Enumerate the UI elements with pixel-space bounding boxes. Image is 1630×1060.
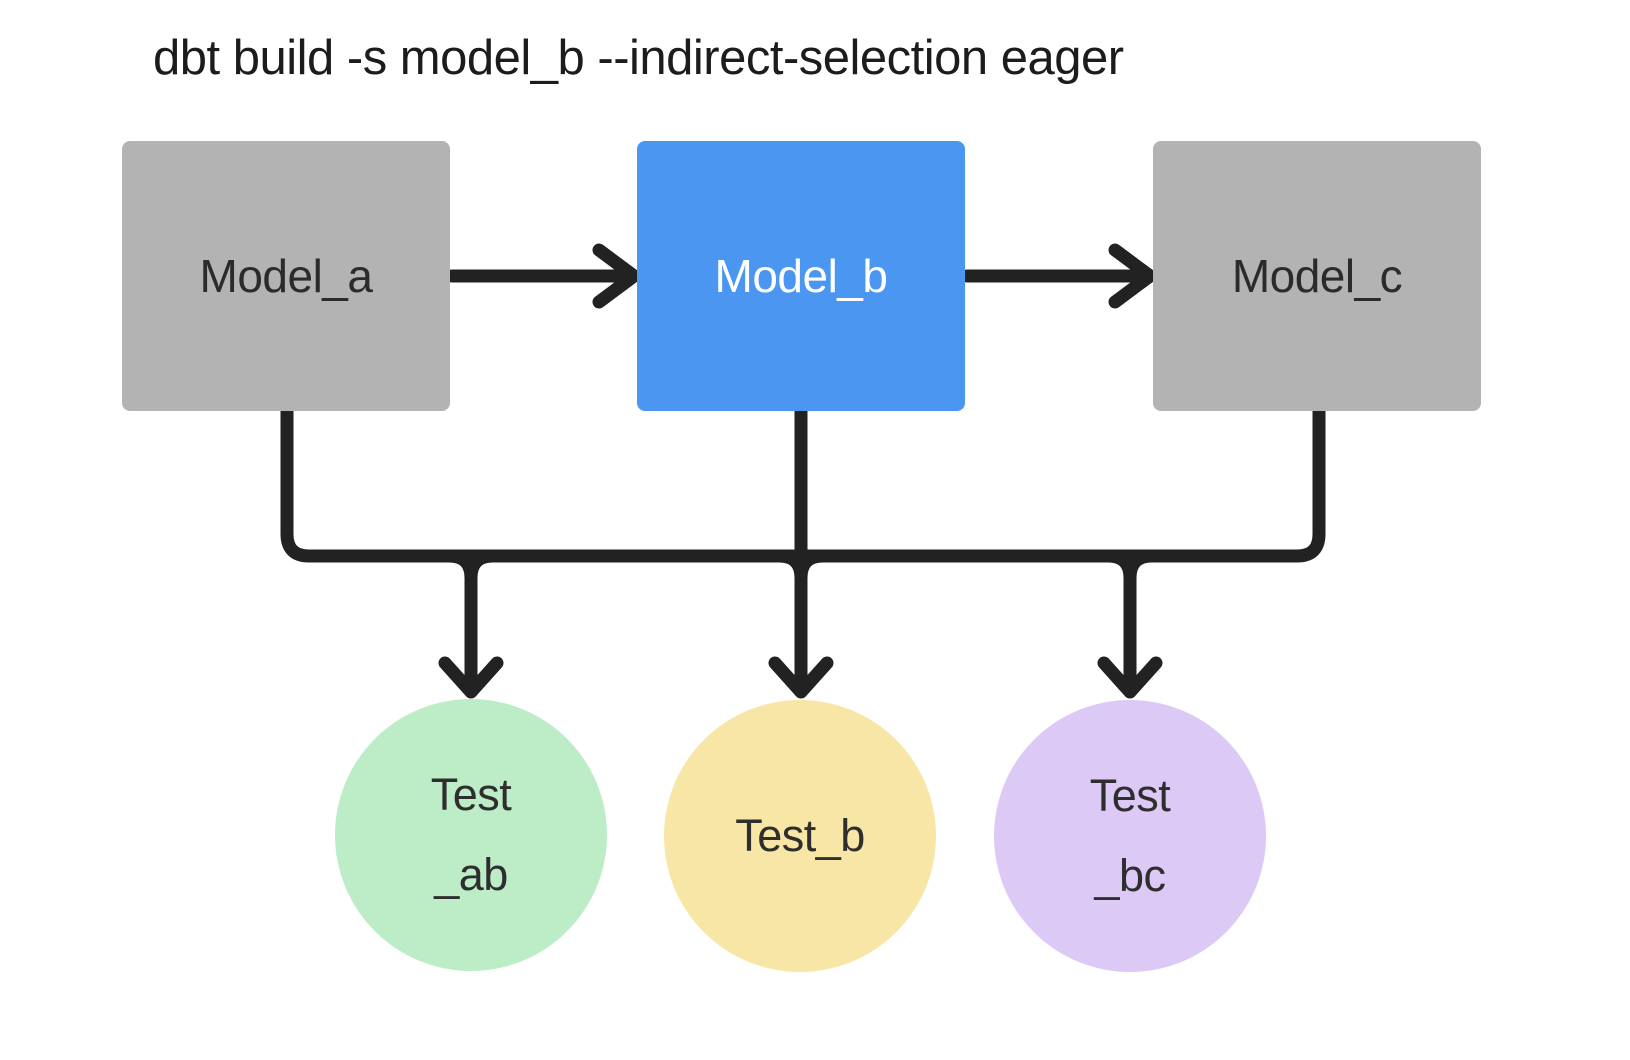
node-test-b: Test_b: [664, 700, 936, 972]
node-test-ab-label-line1: Test: [430, 769, 512, 820]
connector-group: [280, 243, 1326, 699]
node-test-bc: Test _bc: [994, 700, 1266, 972]
edge-to-test-bc: [1097, 549, 1163, 699]
node-test-b-label: Test_b: [735, 810, 865, 861]
node-model-a: Model_a: [122, 141, 450, 411]
edge-to-test-ab: [438, 549, 504, 699]
diagram-title: dbt build -s model_b --indirect-selectio…: [153, 31, 1124, 85]
edge-model-b-to-model-c: [960, 243, 1157, 309]
node-test-bc-label-line1: Test: [1089, 770, 1171, 821]
node-test-ab: Test _ab: [335, 699, 607, 971]
node-model-c: Model_c: [1153, 141, 1481, 411]
node-model-a-label: Model_a: [199, 250, 373, 302]
node-model-b: Model_b: [637, 141, 965, 411]
node-test-ab-label-line2: _ab: [434, 849, 508, 900]
node-model-c-label: Model_c: [1231, 250, 1403, 302]
node-test-bc-label-line2: _bc: [1094, 850, 1166, 901]
node-model-b-label: Model_b: [714, 250, 888, 302]
edge-to-test-b: [768, 404, 834, 699]
edge-model-a-to-model-b: [445, 243, 641, 309]
